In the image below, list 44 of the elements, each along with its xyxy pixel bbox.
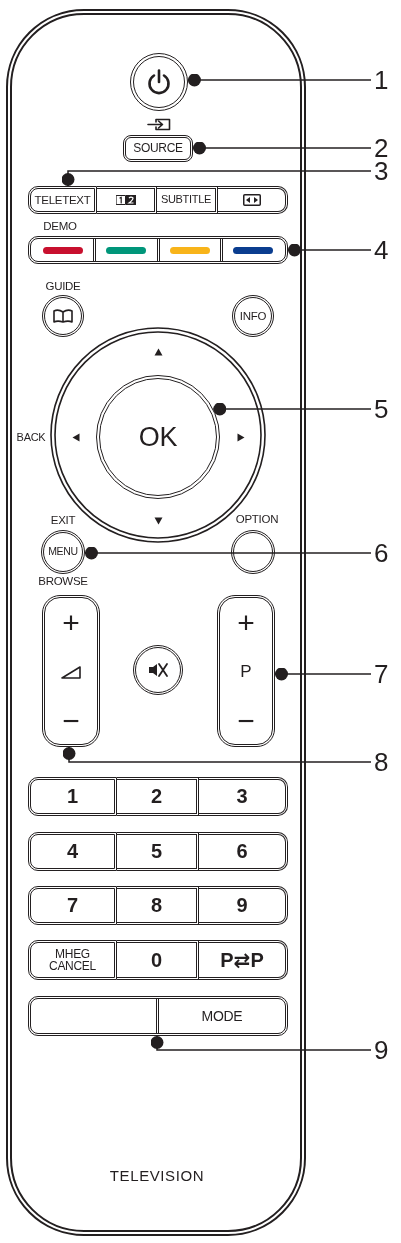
key-caption: OPTION [235,514,279,526]
key-caption: DEMO [43,221,77,233]
callout-number: 5 [374,395,389,423]
leader-line [287,243,372,257]
digit-button: 6 [199,832,288,871]
key-caption: BROWSE [38,576,88,588]
teletext-button: TELETEXT [28,186,97,214]
key-caption: BACK [16,431,46,443]
source-button: SOURCE [123,135,193,162]
digit-button: 2 [117,777,199,816]
digit-button: 7 [28,886,117,925]
leader-line [187,73,372,87]
digit-button: 5 [117,832,199,871]
digit-button: 4 [28,832,117,871]
colour-key-strip [28,236,288,264]
digit-button: 9 [199,886,288,925]
callout-number: 1 [374,66,389,94]
leader-line [61,170,372,187]
digit-button: 3 [199,777,288,816]
channel-rocker: + P − [217,595,275,747]
digit-button: 1 [28,777,117,816]
leader-line [84,546,372,560]
body-label: TELEVISION [109,1167,205,1183]
key-caption: EXIT [50,515,76,527]
dual-screen-button [97,186,157,214]
volume-rocker: + − [42,595,100,747]
callout-number: 4 [374,236,389,264]
format-button [218,186,288,214]
callout-number: 8 [374,748,389,776]
digit-button: 0 [117,940,199,980]
leader-line [274,667,372,681]
leader-line [192,141,372,155]
callout-number: 7 [374,660,389,688]
digit-button: 8 [117,886,199,925]
key-caption: GUIDE [45,281,81,293]
mode-button: MODE [28,996,288,1036]
swap-button: P⇄P [199,940,288,980]
callout-number: 6 [374,539,389,567]
subtitle-button: SUBTITLE [157,186,218,214]
leader-line [212,402,372,416]
callout-number: 9 [374,1036,389,1064]
leader-line [150,1035,372,1051]
cancel-button: MHEG CANCEL [28,940,117,980]
leader-line [62,746,372,763]
